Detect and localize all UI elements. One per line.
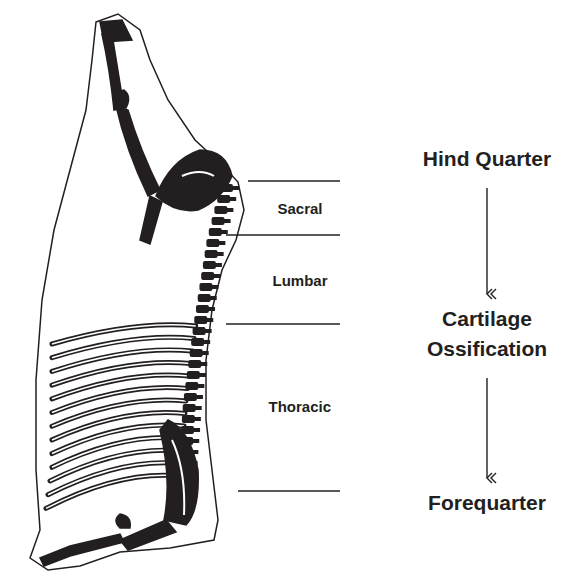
- vertebra-process: [208, 307, 215, 311]
- stage-text-node: Cartilage Ossification: [412, 304, 562, 364]
- vertebra: [194, 316, 207, 324]
- flow-arrow: [486, 378, 487, 478]
- vertebra: [201, 272, 214, 280]
- rib-highlight: [46, 475, 180, 508]
- stage-text-node: Hind Quarter: [387, 144, 582, 174]
- rib-highlight: [48, 463, 181, 495]
- vertebra-process: [197, 384, 204, 388]
- vertebra: [188, 360, 201, 368]
- stifle-bone: [117, 90, 129, 108]
- foreshank-bone: [40, 534, 124, 566]
- vertebra-process: [195, 406, 202, 410]
- bone-group: [40, 20, 239, 566]
- vertebra: [203, 261, 216, 269]
- vertebra-process: [196, 395, 203, 399]
- vertebra-process: [211, 285, 218, 289]
- vertebra-process: [210, 296, 217, 300]
- divider-line: [248, 180, 340, 181]
- carcass-outline: [30, 14, 244, 570]
- vertebra-process: [215, 263, 222, 267]
- vertebra-process: [202, 351, 209, 355]
- vertebra: [196, 305, 209, 313]
- vertebra: [212, 217, 225, 225]
- pelvis-bone: [140, 196, 162, 244]
- vertebra: [187, 371, 200, 379]
- vertebra-process: [200, 362, 207, 366]
- hock-bone: [100, 20, 132, 42]
- scapula-bone: [160, 420, 198, 525]
- rib-bone: [48, 463, 181, 495]
- vertebra-process: [224, 219, 231, 223]
- vertebra: [209, 228, 222, 236]
- rib-bone: [46, 475, 180, 508]
- vertebra: [184, 393, 197, 401]
- region-label: Thoracic: [269, 398, 332, 416]
- vertebra-process: [194, 417, 201, 421]
- flow-arrow: [486, 188, 487, 294]
- vertebra: [185, 382, 198, 390]
- vertebra-process: [205, 329, 212, 333]
- elbow-bone: [116, 514, 130, 528]
- stage-text: Cartilage Ossification: [412, 304, 562, 364]
- scapula-highlight: [172, 440, 184, 515]
- vertebra: [183, 404, 196, 412]
- pelvis-bone: [156, 150, 232, 211]
- vertebra-process: [213, 274, 220, 278]
- divider-line: [238, 490, 340, 491]
- vertebra-process: [226, 208, 233, 212]
- vertebra-process: [218, 241, 225, 245]
- region-label: Lumbar: [273, 272, 328, 290]
- vertebra-process: [221, 230, 228, 234]
- vertebra: [206, 239, 219, 247]
- vertebra: [214, 206, 227, 214]
- vertebra-process: [192, 439, 199, 443]
- vertebra-process: [203, 340, 210, 344]
- stage-text: Forequarter: [387, 488, 582, 518]
- divider-line: [226, 234, 340, 235]
- vertebra: [191, 338, 204, 346]
- vertebra: [205, 250, 218, 258]
- vertebra-process: [217, 252, 224, 256]
- vertebra: [193, 327, 206, 335]
- vertebra-process: [229, 197, 236, 201]
- region-label: Sacral: [278, 200, 323, 218]
- vertebra-process: [199, 373, 206, 377]
- vertebra: [182, 415, 195, 423]
- vertebra: [198, 294, 211, 302]
- vertebra: [190, 349, 203, 357]
- femur-bone: [116, 106, 160, 196]
- vertebra-process: [206, 318, 213, 322]
- vertebra: [199, 283, 212, 291]
- pelvis-highlight: [182, 172, 214, 176]
- vertebra-process: [232, 186, 239, 190]
- stage-text: Hind Quarter: [387, 144, 582, 174]
- vertebra-process: [193, 428, 200, 432]
- stage-text-node: Forequarter: [387, 488, 582, 518]
- divider-line: [226, 323, 340, 324]
